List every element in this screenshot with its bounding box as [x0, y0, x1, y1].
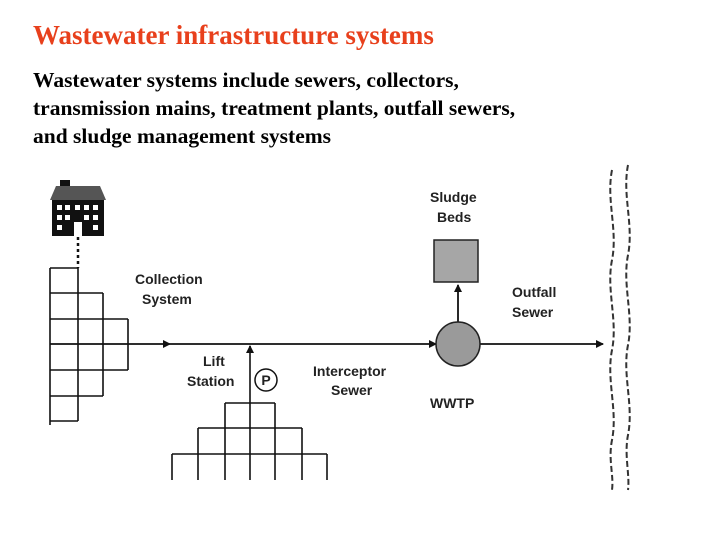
pump-icon: P [254, 368, 278, 392]
wwtp-label: WWTP [430, 395, 474, 411]
outfall-sewer-label-line-2: Sewer [512, 304, 554, 320]
slide-title: Wastewater infrastructure systems [33, 20, 434, 50]
lift-station-label-line-2: Station [187, 373, 234, 389]
sludge-beds-label-line-2: Beds [437, 209, 471, 225]
description-line-1: Wastewater systems include sewers, colle… [33, 68, 459, 92]
slide-description: Wastewater systems include sewers, colle… [33, 66, 713, 150]
sludge-beds-label-line-1: Sludge [430, 189, 477, 205]
description-line-2: transmission mains, treatment plants, ou… [33, 96, 516, 120]
receiving-water-icon [609, 164, 631, 491]
pump-symbol-label: P [261, 372, 270, 388]
outfall-sewer-label-line-1: Outfall [512, 284, 556, 300]
collection-system-label-line-1: Collection [135, 271, 203, 287]
sludge-bed-icon [433, 239, 479, 283]
lift-station-label-line-1: Lift [203, 353, 225, 369]
description-line-3: and sludge management systems [33, 124, 332, 148]
house-icon [50, 180, 106, 236]
interceptor-sewer-label-line-1: Interceptor [313, 363, 387, 379]
collection-system-label-line-2: System [142, 291, 192, 307]
treatment-plant-icon [435, 321, 481, 367]
interceptor-sewer-grid [171, 350, 328, 480]
collection-system-grid [49, 267, 129, 425]
interceptor-sewer-label-line-2: Sewer [331, 382, 373, 398]
